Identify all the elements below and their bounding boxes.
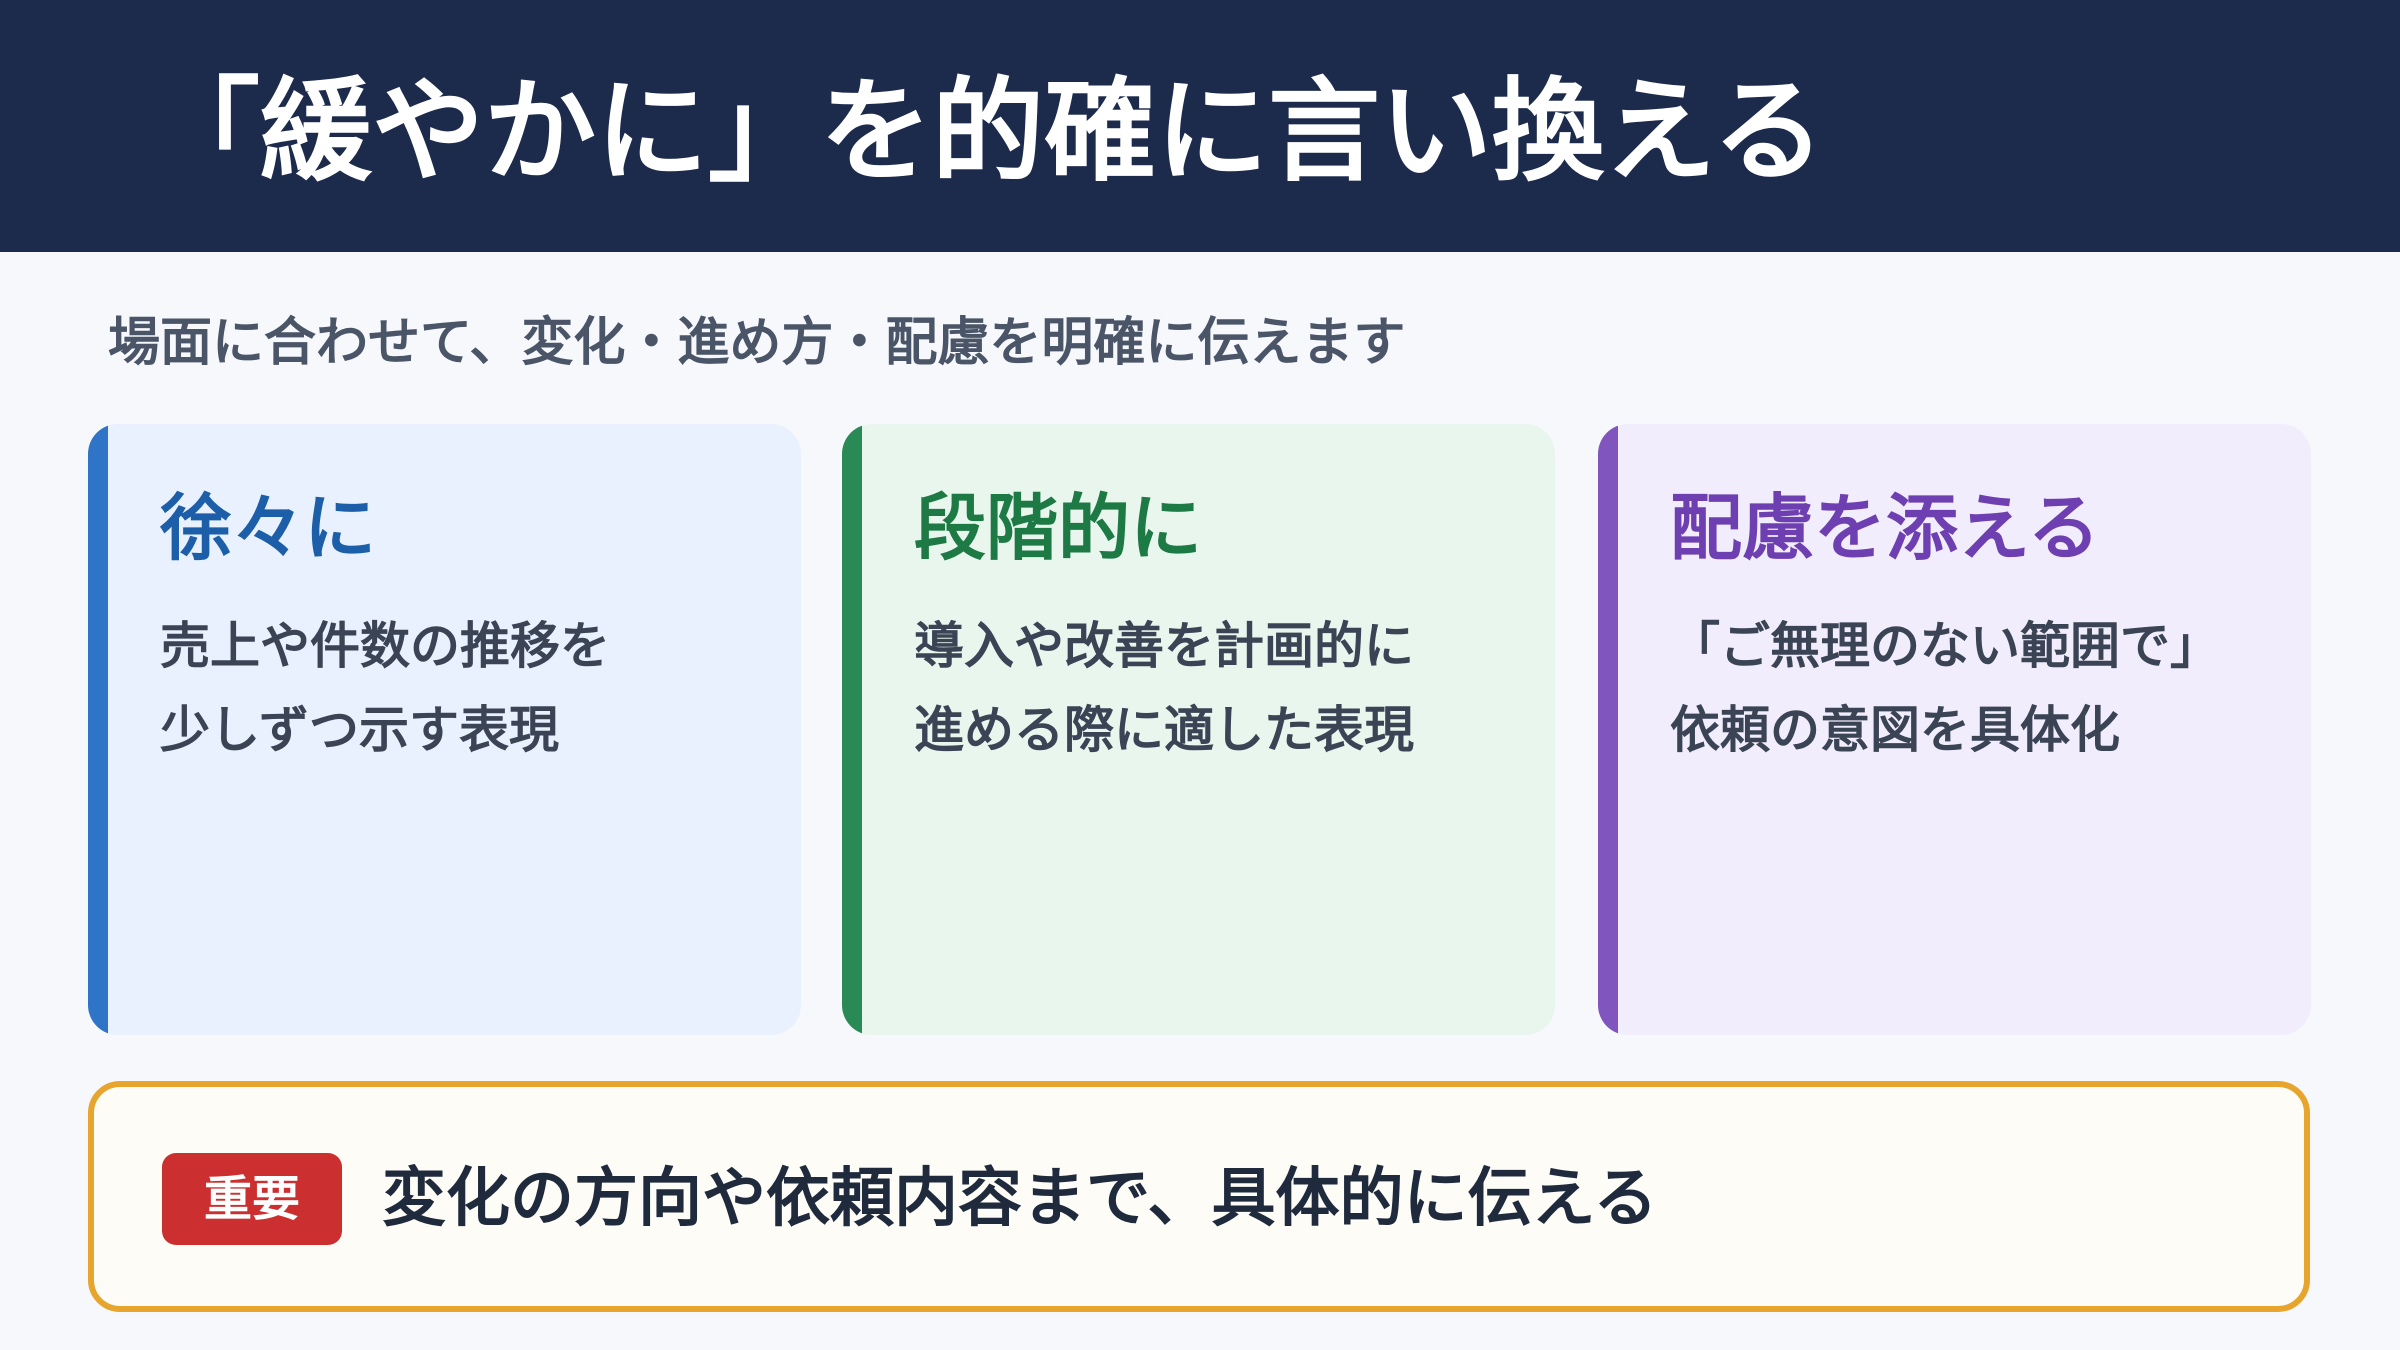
card-gradually: 徐々に 売上や件数の推移を 少しずつ示す表現 xyxy=(88,424,801,1035)
important-badge: 重要 xyxy=(162,1153,342,1245)
card-description: 「ご無理のない範囲で」 依頼の意図を具体化 xyxy=(1670,604,2220,772)
page-subtitle: 場面に合わせて、変化・進め方・配慮を明確に伝えます xyxy=(108,313,1406,373)
card-accent-bar xyxy=(842,424,862,1035)
card-step-by-step: 段階的に 導入や改善を計画的に 進める際に適した表現 xyxy=(842,424,1555,1035)
card-description: 導入や改善を計画的に 進める際に適した表現 xyxy=(914,604,1414,772)
card-consideration: 配慮を添える 「ご無理のない範囲で」 依頼の意図を具体化 xyxy=(1598,424,2311,1035)
card-accent-bar xyxy=(1598,424,1618,1035)
card-description: 売上や件数の推移を 少しずつ示す表現 xyxy=(160,604,610,772)
card-description-line: 進める際に適した表現 xyxy=(914,701,1414,759)
card-title: 段階的に xyxy=(914,486,1203,570)
card-description-line: 導入や改善を計画的に xyxy=(914,617,1414,675)
callout-text: 変化の方向や依頼内容まで、具体的に伝える xyxy=(382,1162,1658,1236)
card-description-line: 少しずつ示す表現 xyxy=(160,701,559,759)
card-accent-bar xyxy=(88,424,108,1035)
header-bar: 「緩やかに」を的確に言い換える xyxy=(0,0,2400,252)
card-description-line: 依頼の意図を具体化 xyxy=(1670,701,2120,759)
important-callout: 重要 変化の方向や依頼内容まで、具体的に伝える xyxy=(88,1081,2310,1312)
page-title: 「緩やかに」を的確に言い換える xyxy=(148,67,1825,197)
card-title: 徐々に xyxy=(160,486,377,570)
card-description-line: 売上や件数の推移を xyxy=(160,617,610,675)
card-description-line: 「ご無理のない範囲で」 xyxy=(1670,617,2220,675)
card-title: 配慮を添える xyxy=(1670,486,2100,570)
